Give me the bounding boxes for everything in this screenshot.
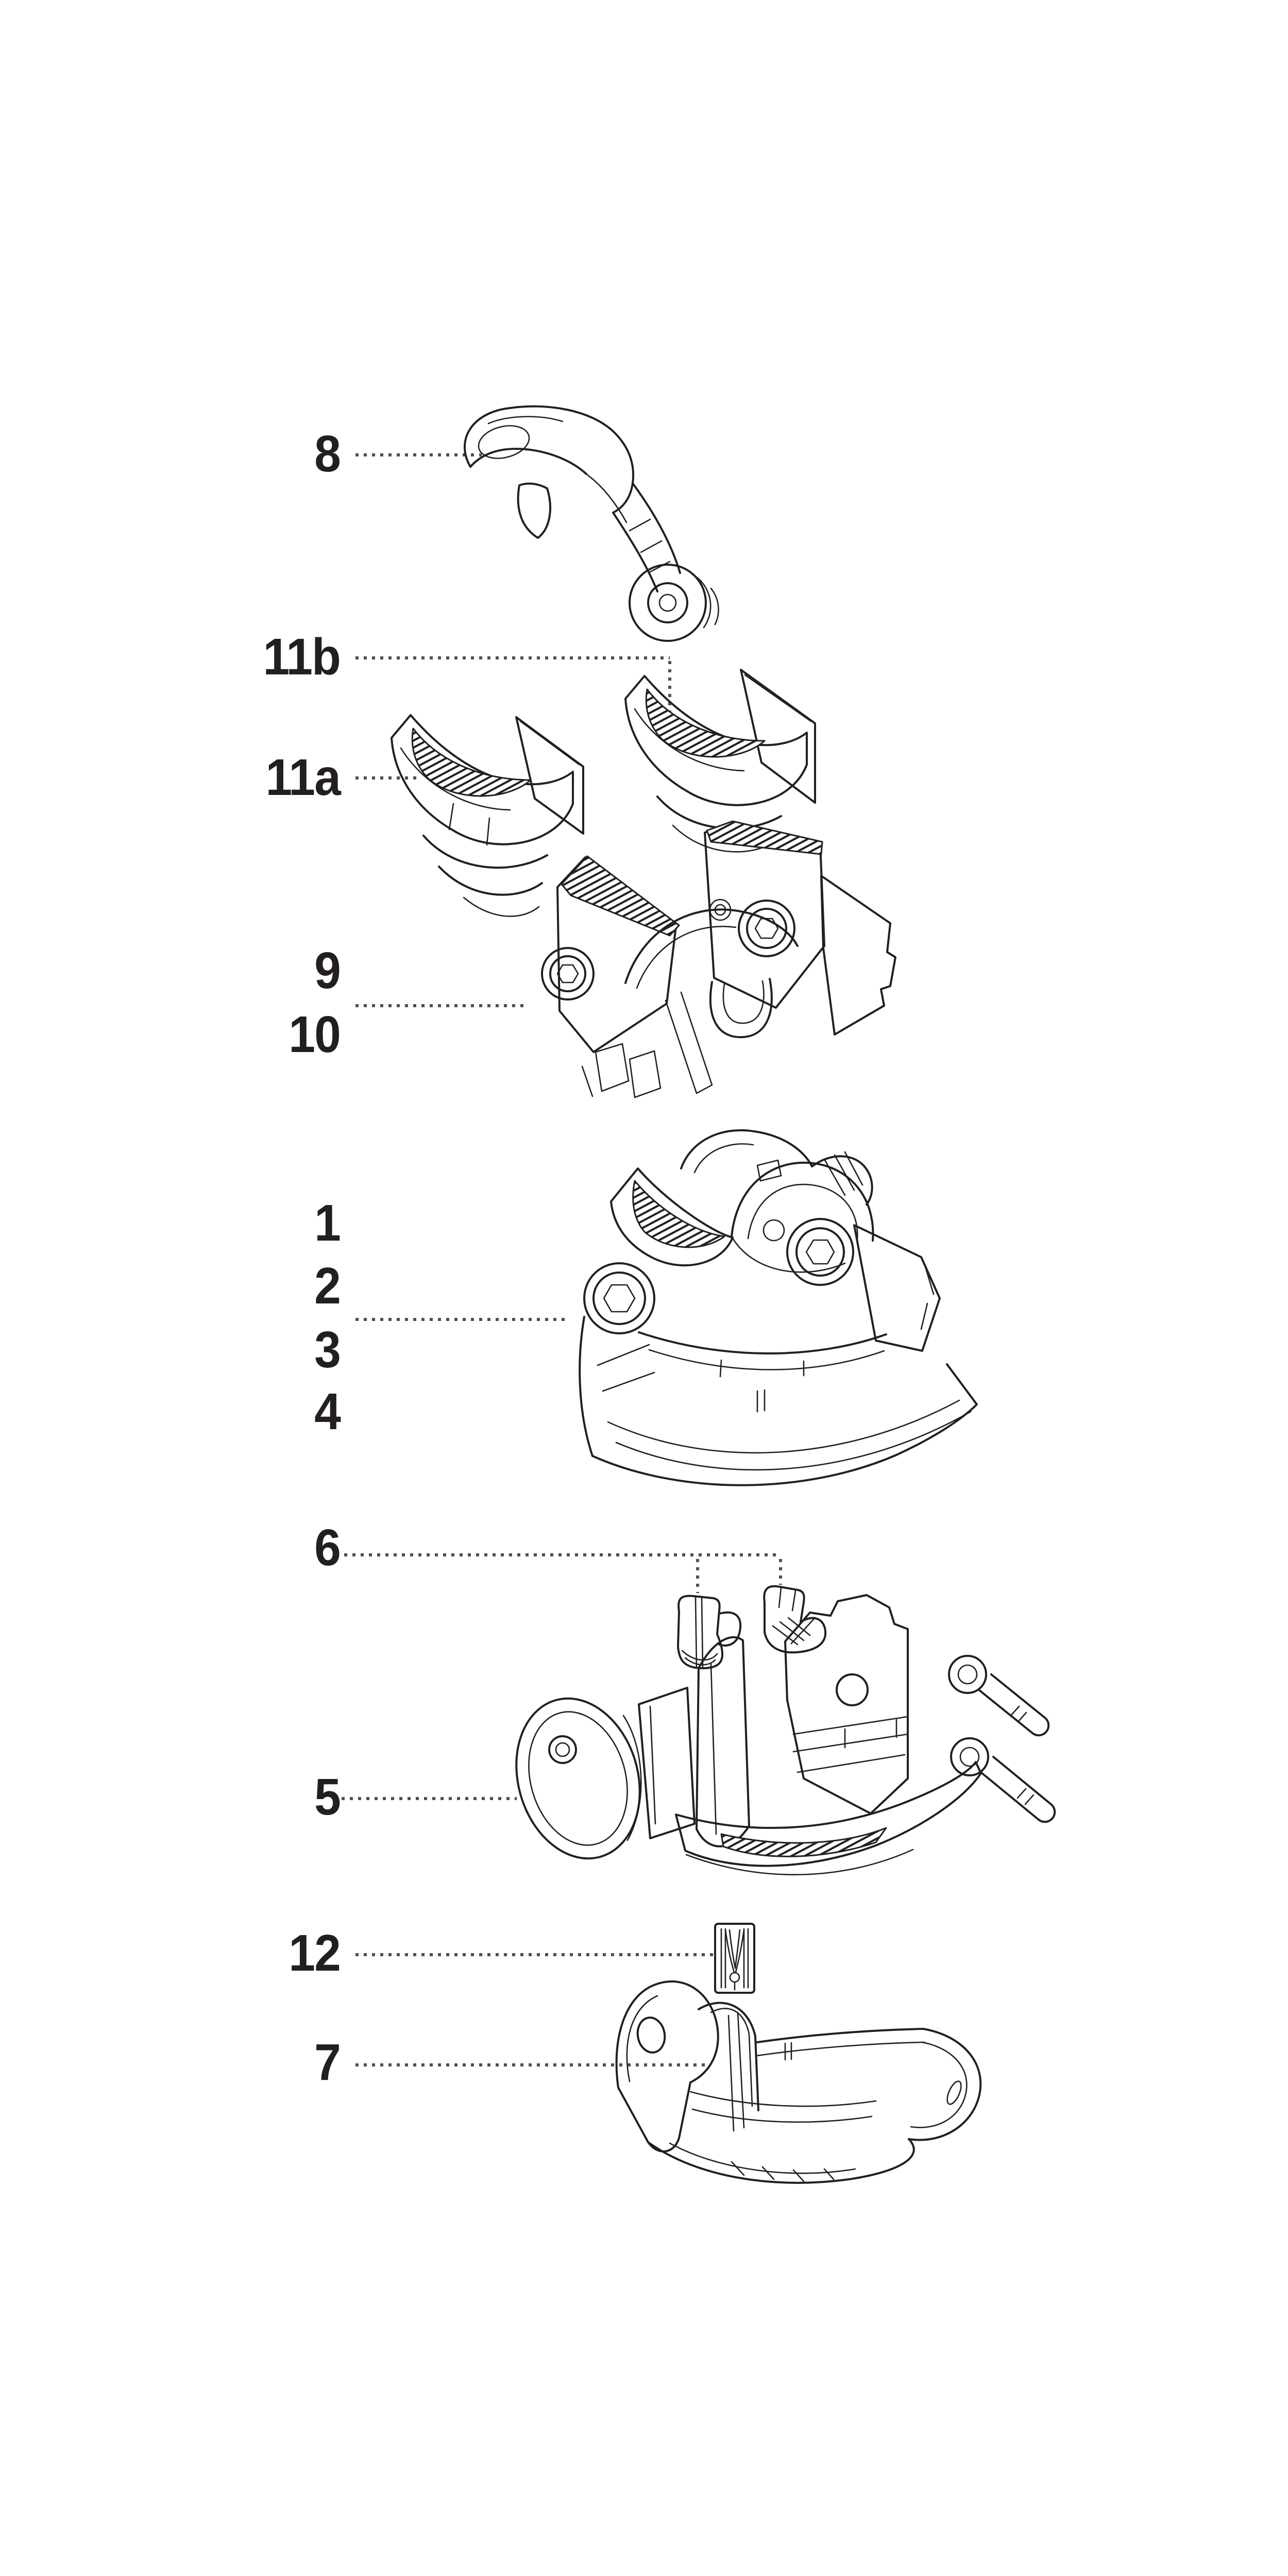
callout-label-5: 5: [314, 1768, 341, 1826]
callout-label-9: 9: [314, 942, 341, 999]
callout-label-12: 12: [289, 1924, 341, 1982]
leader-lines: [342, 453, 782, 2066]
part-drawing-6: [677, 1585, 827, 1669]
part-drawing-1-4: [579, 1129, 978, 1486]
callout-label-3: 3: [314, 1321, 341, 1379]
part-drawing-11b: [624, 669, 816, 853]
callout-label-10: 10: [289, 1006, 341, 1063]
callout-label-7: 7: [314, 2033, 341, 2091]
part-drawing-7: [615, 1980, 982, 2184]
part-drawing-11a: [391, 714, 584, 917]
callout-label-11b: 11b: [263, 628, 341, 686]
callout-label-11a: 11a: [265, 749, 341, 806]
callout-label-6: 6: [314, 1519, 341, 1577]
callout-label-1: 1: [314, 1194, 341, 1252]
leader-line-6: [344, 1553, 782, 1593]
part-drawing-5: [515, 1594, 1056, 1875]
callout-label-2: 2: [314, 1257, 341, 1315]
part-drawing-9-10: [541, 820, 896, 1098]
callout-label-8: 8: [314, 425, 341, 483]
leader-line-11b: [355, 656, 671, 746]
callout-label-4: 4: [314, 1383, 341, 1440]
part-drawing-8: [464, 405, 719, 642]
part-drawing-12: [714, 1923, 755, 1994]
